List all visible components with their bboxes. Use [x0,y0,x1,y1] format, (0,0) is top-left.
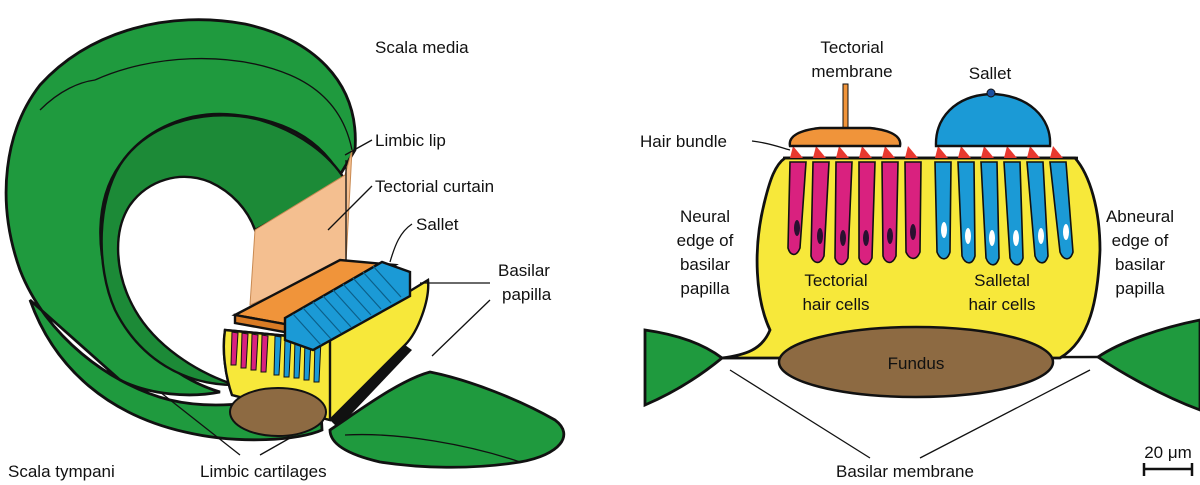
label-abneural-edge-4: papilla [1115,279,1165,298]
label-basilar-papilla-left-2: papilla [502,285,552,304]
label-fundus: Fundus [888,354,945,373]
label-scale-bar: 20 μm [1144,443,1192,462]
label-salletal-hair-cells-2: hair cells [968,295,1035,314]
label-neural-edge-3: basilar [680,255,730,274]
label-neural-edge-1: Neural [680,207,730,226]
label-scala-media: Scala media [375,38,469,57]
right-panel-cross-section: Fundus Tectorial membrane Sallet Hair bu… [640,38,1200,481]
label-salletal-hair-cells-1: Salletal [974,271,1030,290]
hair-bundles [790,146,1063,158]
scale-bar [1144,463,1192,476]
label-tectorial-curtain: Tectorial curtain [375,177,494,196]
label-tectorial-hair-cells-1: Tectorial [804,271,867,290]
label-abneural-edge-2: edge of [1112,231,1169,250]
label-hair-bundle: Hair bundle [640,132,727,151]
label-sallet-right: Sallet [969,64,1012,83]
label-scala-tympani: Scala tympani [8,462,115,481]
label-neural-edge-4: papilla [680,279,730,298]
fundus-3d [230,388,326,436]
left-panel-3d-view: Scala media Limbic lip Tectorial curtain… [6,20,564,481]
label-basilar-membrane: Basilar membrane [836,462,974,481]
label-limbic-cartilages: Limbic cartilages [200,462,327,481]
label-sallet-left: Sallet [416,215,459,234]
label-neural-edge-2: edge of [677,231,734,250]
label-tectorial-membrane-1: Tectorial [820,38,883,57]
label-tectorial-membrane-2: membrane [811,62,892,81]
left-limbus-section [645,330,722,405]
right-limbus-section [1098,320,1200,410]
label-limbic-lip: Limbic lip [375,131,446,150]
label-abneural-edge-1: Abneural [1106,207,1174,226]
tectorial-membrane [790,84,900,146]
label-basilar-papilla-left-1: Basilar [498,261,550,280]
label-tectorial-hair-cells-2: hair cells [802,295,869,314]
label-abneural-edge-3: basilar [1115,255,1165,274]
sallet-dome [936,89,1050,146]
